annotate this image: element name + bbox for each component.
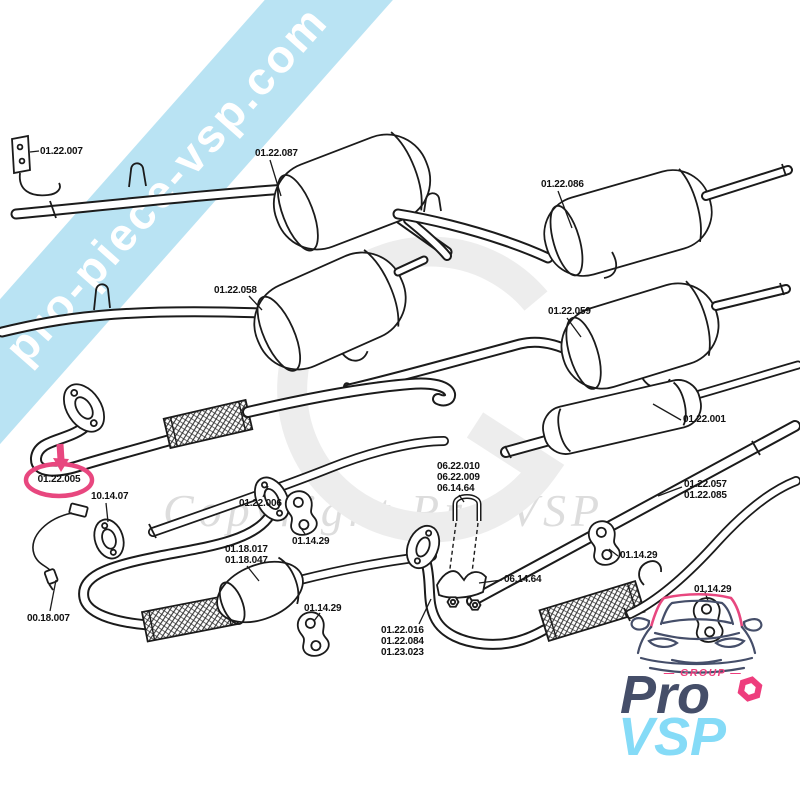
part-label-06-22-010-group: 06.22.010 06.22.009 06.14.64 — [437, 461, 480, 494]
u-bolt-clamp-kit — [436, 494, 487, 611]
part-label-01-14-29-b: 01.14.29 — [620, 550, 658, 561]
part-label-01-22-007: 01.22.007 — [40, 146, 83, 157]
part-label-01-22-005-highlighted: 01.22.005 — [37, 474, 81, 485]
logo-car-sketch — [630, 592, 763, 674]
muffler-01-22-086 — [392, 163, 793, 279]
bracket-01-22-007 — [11, 134, 61, 197]
part-label-01-14-29-c: 01.14.29 — [304, 603, 342, 614]
hanger-bracket-01-14-29-a — [282, 487, 320, 539]
leader-lines — [29, 150, 709, 625]
part-label-01-14-29-d: 01.14.29 — [694, 584, 732, 595]
car-roof-line — [649, 592, 744, 629]
part-label-01-22-087: 01.22.087 — [255, 148, 298, 159]
part-label-00-18-007: 00.18.007 — [27, 613, 70, 624]
part-label-01-22-006: 01.22.006 — [239, 498, 282, 509]
logo-nut-icon — [737, 676, 763, 702]
s-bend-tail-pipe — [623, 476, 800, 622]
highlight-arrow — [56, 443, 65, 461]
hanger-bracket-01-14-29-c — [294, 608, 332, 660]
part-label-01-18-017-group: 01.18.017 01.18.047 — [225, 544, 268, 566]
logo-pro-text: Pro — [620, 665, 711, 725]
part-label-01-22-058: 01.22.058 — [214, 285, 257, 296]
gasket-10-14-07 — [93, 518, 125, 560]
part-label-01-22-001: 01.22.001 — [683, 414, 726, 425]
muffler-01-22-058 — [0, 249, 429, 372]
part-label-01-22-086: 01.22.086 — [541, 179, 584, 190]
part-label-01-22-057-group: 01.22.057 01.22.085 — [684, 479, 727, 501]
highlight-ellipse — [23, 461, 95, 499]
pipe-01-22-006 — [148, 436, 449, 539]
part-label-06-14-64: 06.14.64 — [504, 574, 542, 585]
lambda-sensor-00-18-007 — [32, 502, 89, 591]
resonator-01-22-001 — [500, 360, 800, 459]
highlight-marker — [23, 443, 95, 499]
logo-vsp-text: VSP — [618, 707, 727, 767]
muffler-01-22-059 — [342, 280, 791, 398]
front-pipe-01-22-005-highlighted — [30, 377, 457, 477]
down-pipe-01-22-016 — [405, 524, 646, 650]
part-label-10-14-07: 10.14.07 — [91, 491, 129, 502]
logo-group-banner: — GROUP — — [663, 667, 743, 679]
muffler-01-22-087 — [272, 131, 452, 261]
part-label-01-14-29-a: 01.14.29 — [292, 536, 330, 547]
part-label-01-22-059: 01.22.059 — [548, 306, 591, 317]
part-label-01-22-016-group: 01.22.016 01.22.084 01.23.023 — [381, 625, 424, 658]
